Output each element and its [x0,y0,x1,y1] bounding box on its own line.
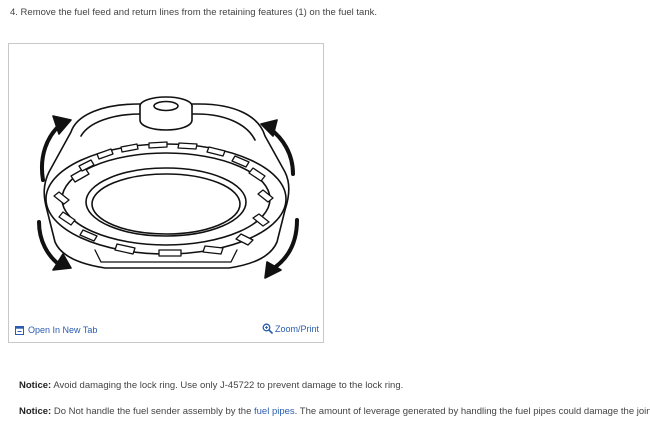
new-tab-icon [15,325,24,335]
lock-ring-tabs [53,141,274,257]
notice-text-after: . The amount of leverage generated by ha… [294,406,650,417]
zoom-print-label: Zoom/Print [274,323,319,334]
notice-text: Avoid damaging the lock ring. Use only J… [51,380,404,391]
magnifier-icon [262,323,273,334]
sender-neck-hole [153,100,179,112]
zoom-print-button[interactable]: Zoom/Print [262,323,319,334]
sender-neck-body [139,105,193,131]
notice-label: Notice: [19,380,52,391]
lock-ring-bottom-lip [94,249,238,263]
step-instruction: 4. Remove the fuel feed and return lines… [10,7,378,18]
fuel-pipes-link[interactable]: fuel pipes [254,406,295,417]
notice-lock-ring: Notice: Avoid damaging the lock ring. Us… [19,379,403,393]
arrow-bottom-left [37,220,63,268]
figure-panel: Open In New Tab Zoom/Print [8,43,324,343]
open-in-new-tab-label: Open In New Tab [28,325,98,335]
tank-opening-inner [91,173,241,235]
notice-label: Notice: [19,406,52,417]
notice-text-before: Do Not handle the fuel sender assembly b… [51,406,254,417]
tank-opening [85,167,247,237]
fuel-tank-lock-ring-illustration[interactable] [9,44,323,321]
rotation-arrows [37,115,299,279]
notice-fuel-pipes: Notice: Do Not handle the fuel sender as… [19,405,650,419]
open-in-new-tab-button[interactable]: Open In New Tab [15,325,97,335]
figure-toolbar: Open In New Tab Zoom/Print [9,320,323,342]
tank-housing-outline [43,103,290,269]
